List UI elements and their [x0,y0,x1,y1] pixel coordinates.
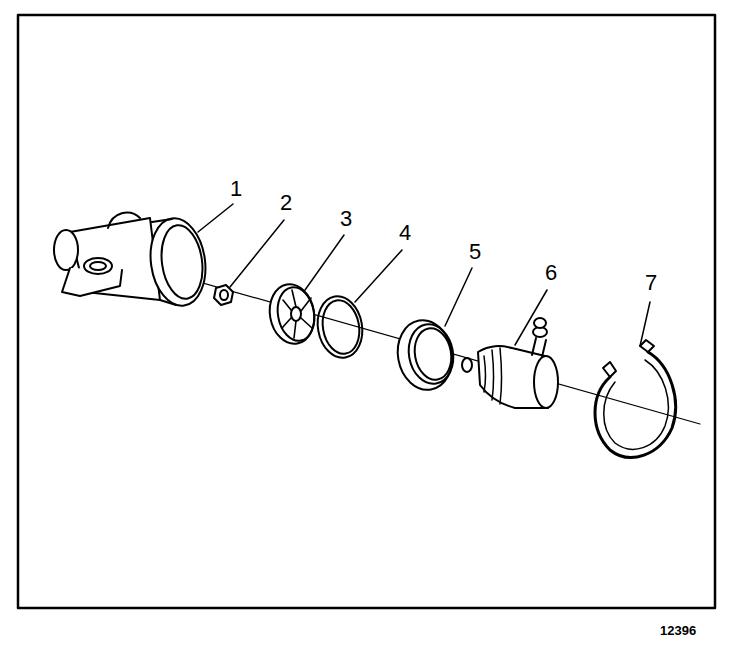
callout-number: 2 [280,192,292,214]
nut [214,285,233,305]
callout-number: 5 [469,241,481,263]
callout-number: 6 [545,262,557,284]
callout-number: 7 [645,272,657,294]
snap-ring [595,340,676,457]
callout-number: 4 [399,222,411,244]
ring [313,293,367,362]
leader-lines [198,204,650,346]
disc [265,281,319,348]
figure-number: 12396 [660,624,696,637]
seal [392,316,458,394]
housing [54,213,211,310]
frame [18,15,715,608]
ball-stud [462,318,558,408]
callout-number: 3 [340,208,352,230]
callout-number: 1 [230,178,242,200]
